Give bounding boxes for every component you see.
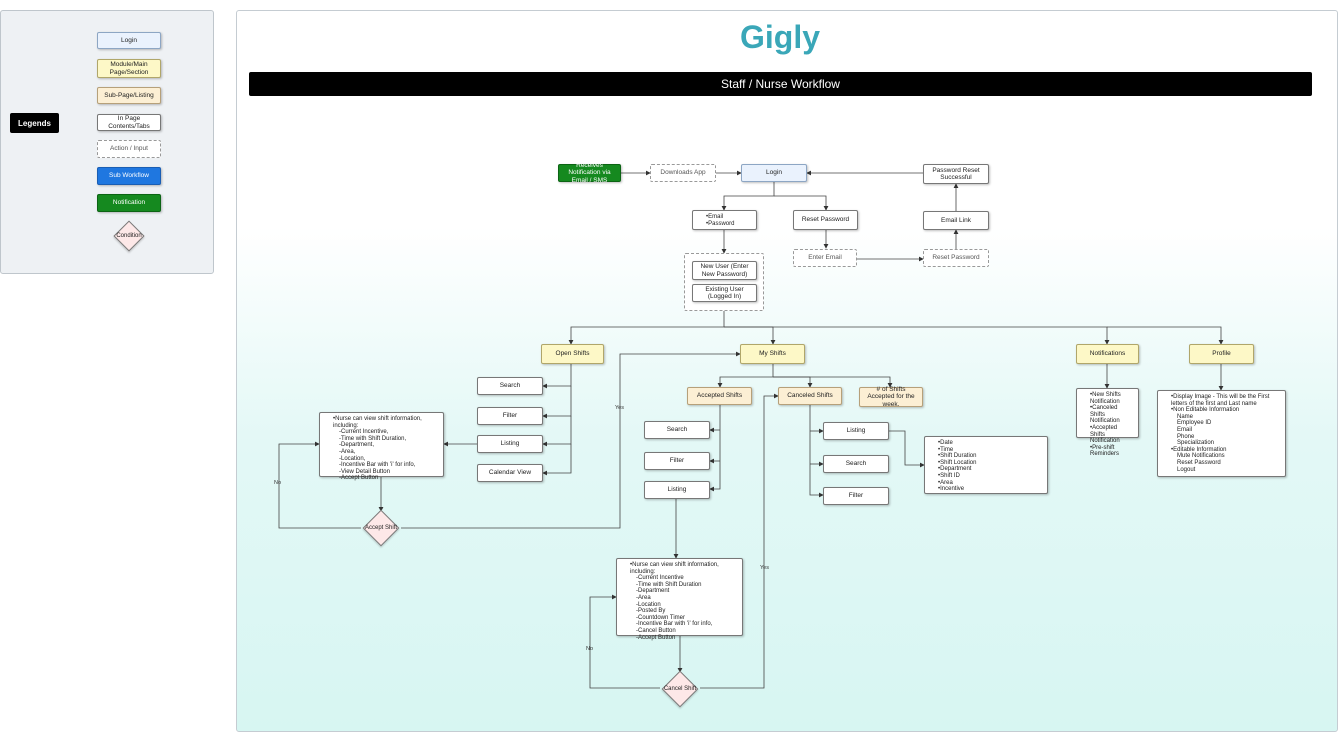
profile-non-editable-item: Employee ID [1177, 420, 1212, 427]
profile-display-image: Display Image - This will be the First l… [1171, 394, 1280, 407]
open-info-line: -Location, [339, 455, 366, 462]
listing-field: Department [938, 466, 976, 473]
open-info-line: -Incentive Bar with 'i' for info, [339, 462, 416, 469]
legend-login: Login [97, 32, 161, 49]
open-info-lead: Nurse can view shift information, includ… [333, 416, 438, 429]
page-title: Staff / Nurse Workflow [249, 72, 1312, 96]
enter-email-node: Enter Email [793, 249, 857, 267]
open-info-line: -Area, [339, 448, 356, 455]
open-info-line: -Department, [339, 442, 375, 449]
edge-label-no-1: No [274, 480, 282, 486]
diagram-canvas [236, 10, 1338, 732]
notification-type: Canceled Shifts Notification [1090, 405, 1133, 425]
legend-condition: Condition [110, 220, 148, 252]
reset-password-action-node: Reset Password [923, 249, 989, 267]
edge-label-yes-1: Yes [615, 405, 624, 411]
listing-field: Shift ID [938, 473, 976, 480]
accepted-filter-node: Filter [644, 452, 710, 470]
open-search-node: Search [477, 377, 543, 395]
login-node: Login [741, 164, 807, 182]
listing-field: Incentive [938, 486, 976, 493]
accepted-info-line: -Department [636, 588, 670, 595]
notification-type: Pre-shift Reminders [1090, 445, 1133, 458]
listing-field: Area [938, 480, 976, 487]
gigly-logo: Gigly [740, 19, 820, 55]
canceled-filter-node: Filter [823, 487, 889, 505]
accepted-info-line: -Accept Button [636, 634, 676, 641]
downloads-app-node: Downloads App [650, 164, 716, 182]
calendar-view-node: Calendar View [477, 464, 543, 482]
password-reset-successful-node: Password Reset Successful [923, 164, 989, 184]
logo-text: Gigly [740, 19, 820, 55]
listing-field: Shift Location [938, 460, 976, 467]
accepted-shift-info-node: Nurse can view shift information, includ… [616, 558, 743, 641]
canceled-listing-node: Listing [823, 422, 889, 440]
existing-user-node: Existing User (Logged In) [692, 284, 757, 302]
accepted-info-line: -Area [636, 594, 651, 601]
profile-editable-item: Reset Password [1177, 459, 1221, 466]
email-item: Email [706, 214, 734, 221]
edge-label-no-2: No [586, 646, 594, 652]
profile-info-node: Display Image - This will be the First l… [1157, 390, 1286, 477]
notification-type: Accepted Shifts Notification [1090, 425, 1133, 445]
profile-non-editable-item: Specialization [1177, 440, 1215, 447]
accepted-info-line: -Location [636, 601, 661, 608]
canceled-shifts-node: Canceled Shifts [778, 387, 842, 405]
profile-node: Profile [1189, 344, 1254, 364]
profile-non-editable-item: Phone [1177, 433, 1195, 440]
open-shifts-node: Open Shifts [541, 344, 604, 364]
profile-editable-title: Editable Information [1171, 447, 1280, 454]
accepted-info-lead: Nurse can view shift information, includ… [630, 562, 737, 575]
open-info-line: -Time with Shift Duration, [339, 435, 407, 442]
legend-inpage: In Page Contents/Tabs [97, 114, 161, 131]
listing-field: Date [938, 440, 976, 447]
legend-module: Module/Main Page/Section [97, 59, 161, 78]
notification-type: New Shifts Notification [1090, 392, 1133, 405]
accepted-info-line: -Time with Shift Duration [636, 581, 702, 588]
receive-notification-node: Receives Notification via Email / SMS [558, 162, 621, 184]
legend-notification: Notification [97, 194, 161, 212]
canceled-listing-fields-node: Date Time Shift Duration Shift Location … [924, 436, 1048, 494]
listing-field: Time [938, 447, 976, 454]
cancel-shift-condition: Cancel Shift [660, 670, 700, 708]
profile-non-editable-item: Email [1177, 426, 1193, 433]
email-link-node: Email Link [923, 211, 989, 230]
legend-subworkflow: Sub Workflow [97, 167, 161, 185]
open-filter-node: Filter [477, 407, 543, 425]
profile-non-editable-item: Name [1177, 413, 1194, 420]
password-item: Password [706, 221, 734, 228]
accepted-info-line: -Cancel Button [636, 627, 676, 634]
reset-password-node: Reset Password [793, 210, 858, 230]
open-info-line: -Current Incentive, [339, 429, 389, 436]
shifts-accepted-week-node: # of Shifts Accepted for the week. [859, 386, 923, 408]
open-listing-node: Listing [477, 435, 543, 453]
open-shift-info-node: Nurse can view shift information, includ… [319, 412, 444, 481]
new-user-node: New User (Enter New Password) [692, 261, 757, 280]
profile-editable-item: Logout [1177, 466, 1196, 473]
accepted-info-line: -Countdown Timer [636, 614, 686, 621]
listing-field: Shift Duration [938, 453, 976, 460]
notification-types-node: New Shifts Notification Canceled Shifts … [1076, 388, 1139, 457]
accepted-info-line: -Posted By [636, 608, 666, 615]
open-info-line: -View Detail Button [339, 468, 390, 475]
open-info-line: -Accept Button [339, 475, 379, 482]
legend-subpage: Sub-Page/Listing [97, 87, 161, 104]
accepted-shifts-node: Accepted Shifts [687, 387, 752, 405]
accepted-info-line: -Current Incentive [636, 575, 684, 582]
canceled-search-node: Search [823, 455, 889, 473]
email-password-node: EmailPassword [692, 210, 757, 230]
legends-tag: Legends [10, 113, 59, 133]
profile-non-editable-title: Non Editable Information [1171, 407, 1280, 414]
profile-editable-item: Mute Notifications [1177, 453, 1225, 460]
accepted-info-line: -Incentive Bar with 'i' for info, [636, 621, 713, 628]
my-shifts-node: My Shifts [740, 344, 805, 364]
accepted-search-node: Search [644, 421, 710, 439]
legend-action: Action / Input [97, 140, 161, 158]
accepted-listing-node: Listing [644, 481, 710, 499]
accept-shift-condition: Accept Shift [361, 509, 401, 547]
edge-label-yes-2: Yes [760, 565, 769, 571]
notifications-node: Notifications [1076, 344, 1139, 364]
